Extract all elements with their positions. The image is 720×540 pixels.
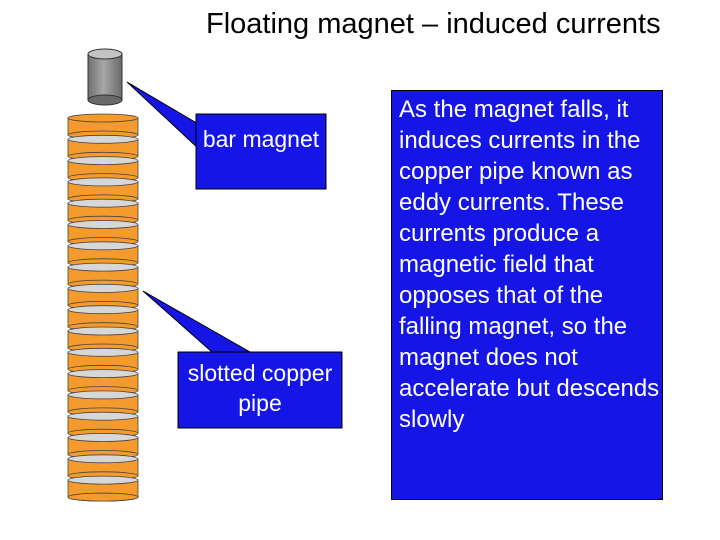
explanation-text: As the magnet falls, it induces currents…	[399, 96, 660, 433]
pipe-bottom-cap	[67, 492, 139, 502]
bar-magnet-callout	[126, 81, 327, 190]
slotted-copper-pipe	[67, 113, 139, 502]
bar-magnet-label: bar magnet	[202, 126, 320, 152]
bar-magnet	[87, 48, 123, 106]
pipe-ring	[67, 347, 139, 374]
pipe-ring	[67, 220, 139, 246]
copper-pipe-callout	[142, 290, 343, 429]
explanation-box	[391, 90, 663, 500]
pipe-ring	[67, 156, 139, 183]
copper-pipe-label: slotted copper pipe	[187, 360, 333, 416]
pipe-ring	[67, 262, 139, 289]
slide-title: Floating magnet – induced currents	[206, 8, 661, 40]
